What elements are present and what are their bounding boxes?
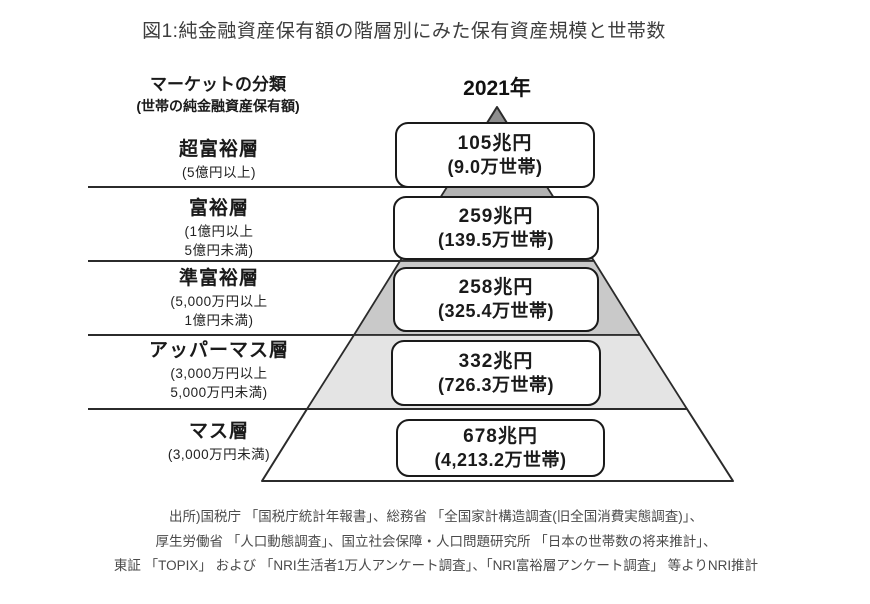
value-box-super-rich: 105兆円 (9.0万世帯) — [395, 122, 595, 188]
year-header: 2021年 — [463, 77, 531, 100]
asset-amount: 258兆円 — [458, 277, 534, 298]
value-box-rich: 259兆円 (139.5万世帯) — [393, 196, 599, 260]
tier-range: 5,000万円未満) — [170, 385, 268, 400]
tier-label-mass: マス層 (3,000万円未満) — [90, 419, 348, 464]
market-classification-header: マーケットの分類 (世帯の純金融資産保有額) — [92, 73, 344, 116]
asset-amount: 332兆円 — [458, 350, 534, 372]
asset-amount: 259兆円 — [458, 205, 534, 227]
tier-range: (3,000万円以上 — [170, 366, 268, 381]
value-box-mass: 678兆円 (4,213.2万世帯) — [396, 419, 605, 477]
tier-name: 準富裕層 — [178, 268, 259, 289]
market-classification-title: マーケットの分類 — [150, 75, 286, 94]
tier-name: マス層 — [188, 421, 249, 442]
tier-name: 富裕層 — [188, 198, 249, 219]
tier-label-semi-rich: 準富裕層 (5,000万円以上 1億円未満) — [90, 266, 348, 330]
household-count: (4,213.2万世帯) — [434, 449, 567, 470]
market-classification-subtitle: (世帯の純金融資産保有額) — [136, 98, 300, 114]
value-box-semi-rich: 258兆円 (325.4万世帯) — [393, 267, 599, 332]
asset-amount: 105兆円 — [457, 132, 533, 154]
tier-range: (5億円以上) — [182, 165, 256, 180]
tier-range: 5億円未満) — [184, 243, 254, 258]
tier-range: (1億円以上 — [184, 224, 254, 239]
tier-range: 1億円未満) — [184, 313, 254, 328]
figure-title: 図1:純金融資産保有額の階層別にみた保有資産規模と世帯数 — [142, 21, 666, 42]
tier-range: (3,000万円未満) — [167, 447, 271, 462]
household-count: (9.0万世帯) — [447, 156, 543, 177]
source-line: 厚生労働省 「人口動態調査」、国立社会保障・人口問題研究所 「日本の世帯数の将来… — [155, 533, 717, 549]
household-count: (325.4万世帯) — [437, 301, 555, 321]
tier-label-upper-mass: アッパーマス層 (3,000万円以上 5,000万円未満) — [90, 338, 348, 402]
source-note: 出所)国税庁 「国税庁統計年報書」、総務省 「全国家計構造調査(旧全国消費実態調… — [15, 505, 857, 579]
tier-label-rich: 富裕層 (1億円以上 5億円未満) — [90, 196, 348, 260]
tier-range: (5,000万円以上 — [170, 294, 268, 309]
tier-name: 超富裕層 — [178, 139, 259, 160]
tier-label-super-rich: 超富裕層 (5億円以上) — [90, 137, 348, 182]
source-line: 東証 「TOPIX」 および 「NRI生活者1万人アンケート調査」、「NRI富裕… — [113, 558, 759, 573]
value-box-upper-mass: 332兆円 (726.3万世帯) — [391, 340, 601, 406]
asset-amount: 678兆円 — [463, 425, 538, 447]
tier-name: アッパーマス層 — [148, 340, 289, 361]
source-line: 出所)国税庁 「国税庁統計年報書」、総務省 「全国家計構造調査(旧全国消費実態調… — [169, 509, 703, 524]
household-count: (726.3万世帯) — [437, 374, 555, 395]
household-count: (139.5万世帯) — [437, 229, 555, 250]
